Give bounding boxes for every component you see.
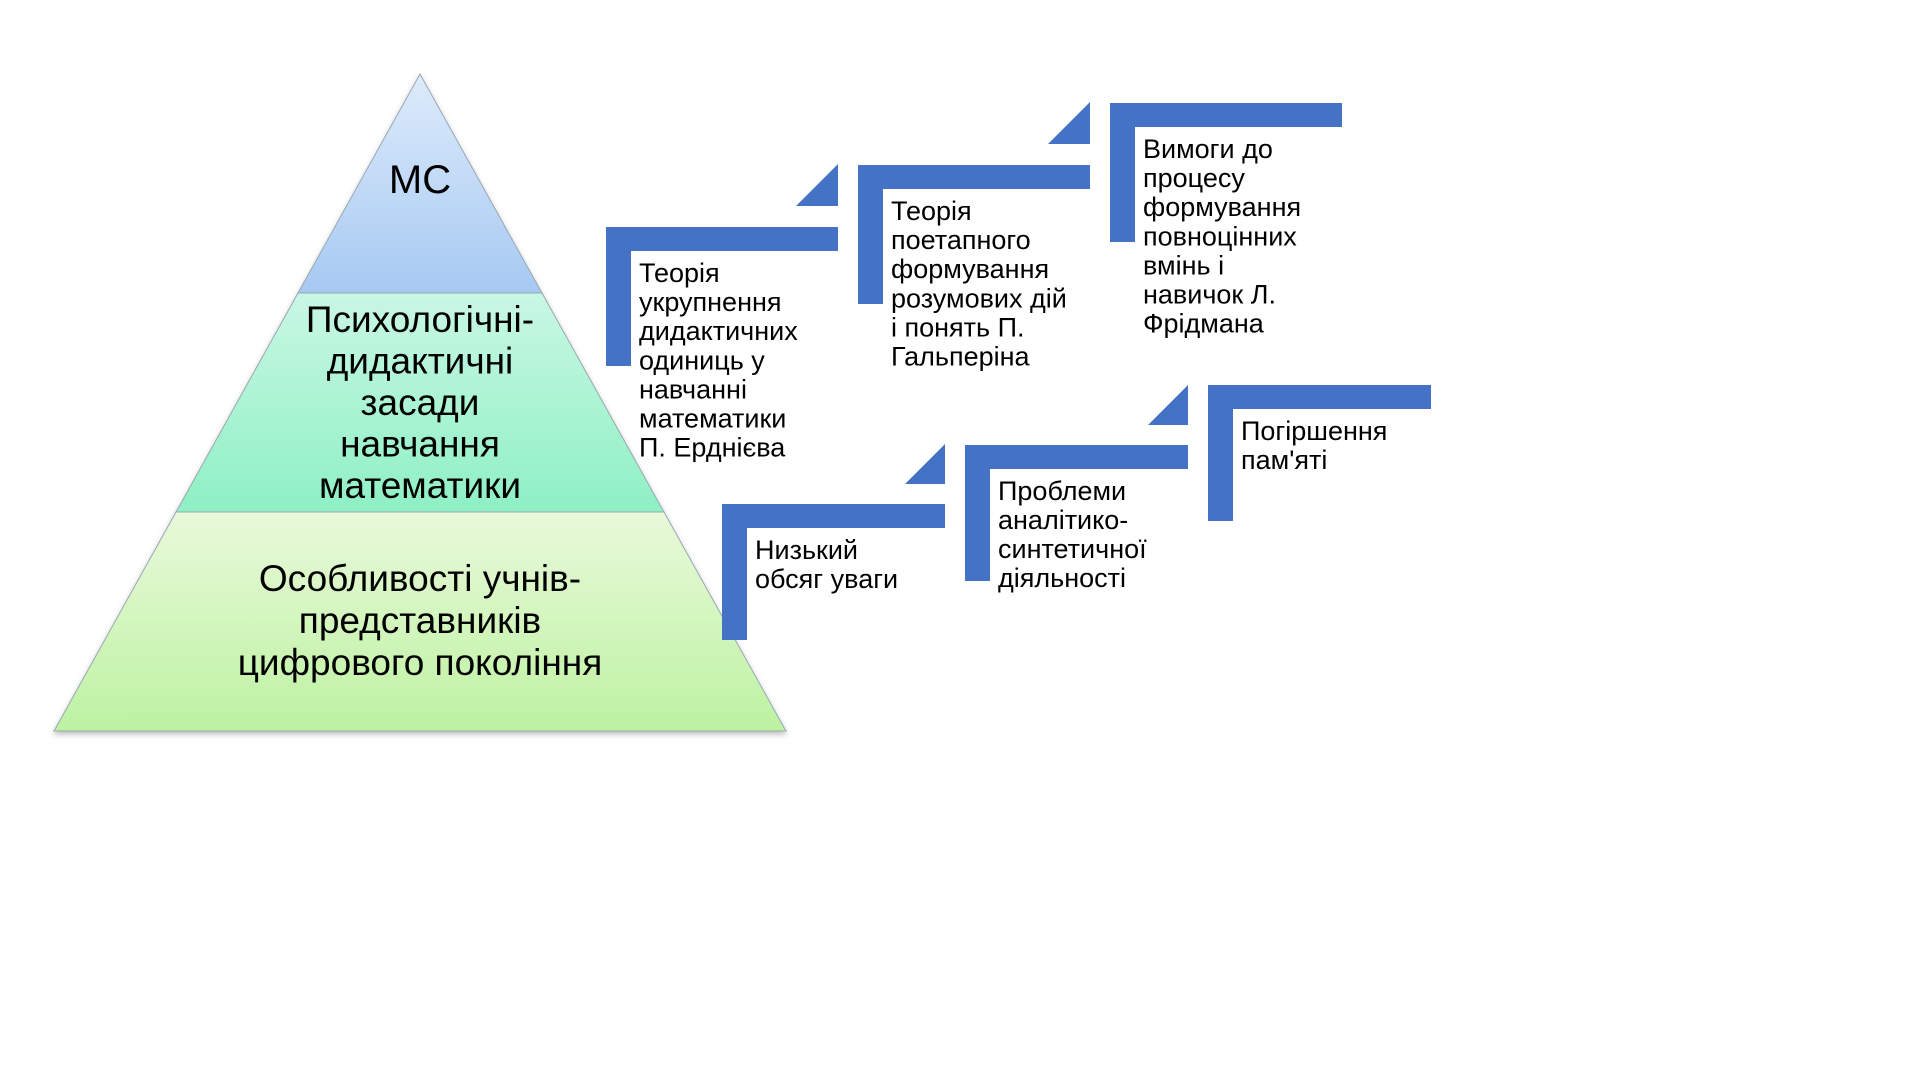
upper-step-1-label-line-4: одиниць у	[639, 345, 765, 375]
lower-step-1-arrow	[905, 444, 945, 484]
upper-step-3-label-line-6: навичок Л.	[1143, 280, 1276, 310]
pyramid-middle-label-line-3: засади	[361, 382, 480, 423]
upper-step-1-bracket	[606, 227, 838, 366]
lower-step-3-label-line-1: Погіршення	[1241, 416, 1387, 446]
upper-step-3-bracket	[1110, 103, 1342, 242]
lower-step-2-label-line-1: Проблеми	[998, 476, 1126, 506]
upper-step-2-bracket	[858, 165, 1090, 304]
upper-step-2-label-line-5: і понять П.	[891, 312, 1025, 342]
pyramid-bottom-label-line-3: цифрового покоління	[238, 642, 603, 683]
lower-step-2-bracket	[965, 445, 1188, 581]
upper-step-2-label-line-1: Теорія	[891, 196, 972, 226]
upper-step-2-label-line-4: розумових дій	[891, 283, 1067, 313]
lower-step-2-label-line-4: діяльності	[998, 563, 1126, 593]
upper-step-3-label-line-3: формування	[1143, 192, 1301, 222]
upper-step-3-label-line-1: Вимоги до	[1143, 134, 1273, 164]
lower-step-2-label-line-2: аналітико-	[998, 505, 1128, 535]
upper-step-2-label-line-3: формування	[891, 254, 1049, 284]
pyramid-bottom-label-line-1: Особливості учнів-	[259, 558, 581, 599]
lower-step-3-bracket	[1208, 385, 1431, 521]
upper-step-1-arrow	[796, 164, 838, 206]
pyramid-top-label: МС	[389, 158, 451, 202]
lower-step-2-label-line-3: синтетичної	[998, 534, 1147, 564]
upper-step-3-label-line-2: процесу	[1143, 163, 1245, 193]
lower-step-2-arrow	[1148, 385, 1188, 425]
upper-step-3-label-line-4: повноцінних	[1143, 221, 1297, 251]
upper-step-2-label-line-2: поетапного	[891, 225, 1031, 255]
pyramid	[53, 72, 787, 732]
pyramid-middle-label-line-2: дидактичні	[327, 341, 514, 382]
lower-step-3-label-line-2: пам'яті	[1241, 445, 1327, 475]
pyramid-level-bottom	[53, 511, 787, 732]
upper-step-1-label-line-7: П. Ерднієва	[639, 433, 786, 463]
upper-step-3-label-line-5: вмінь і	[1143, 250, 1224, 280]
upper-step-1-label-line-6: математики	[639, 404, 786, 434]
upper-step-1-label-line-2: укрупнення	[639, 287, 782, 317]
pyramid-top-label-line-1: МС	[389, 158, 451, 202]
pyramid-middle-label-line-4: навчання	[340, 424, 500, 465]
upper-step-3-label-line-7: Фрідмана	[1143, 309, 1265, 339]
upper-step-1-label-line-1: Теорія	[639, 258, 720, 288]
upper-step-1-label-line-3: дидактичних	[639, 316, 798, 346]
lower-step-1-label-line-1: Низький	[755, 535, 858, 565]
lower-step-1-bracket	[722, 504, 945, 640]
pyramid-middle-label-line-5: математики	[319, 465, 521, 506]
upper-step-2-label-line-6: Гальперіна	[891, 342, 1031, 372]
pyramid-bottom-label-line-2: представників	[299, 600, 541, 641]
upper-step-2-arrow	[1048, 102, 1090, 144]
pyramid-middle-label-line-1: Психологічні-	[306, 299, 534, 340]
upper-step-1-label-line-5: навчанні	[639, 374, 747, 404]
lower-step-1-label-line-2: обсяг уваги	[755, 564, 898, 594]
